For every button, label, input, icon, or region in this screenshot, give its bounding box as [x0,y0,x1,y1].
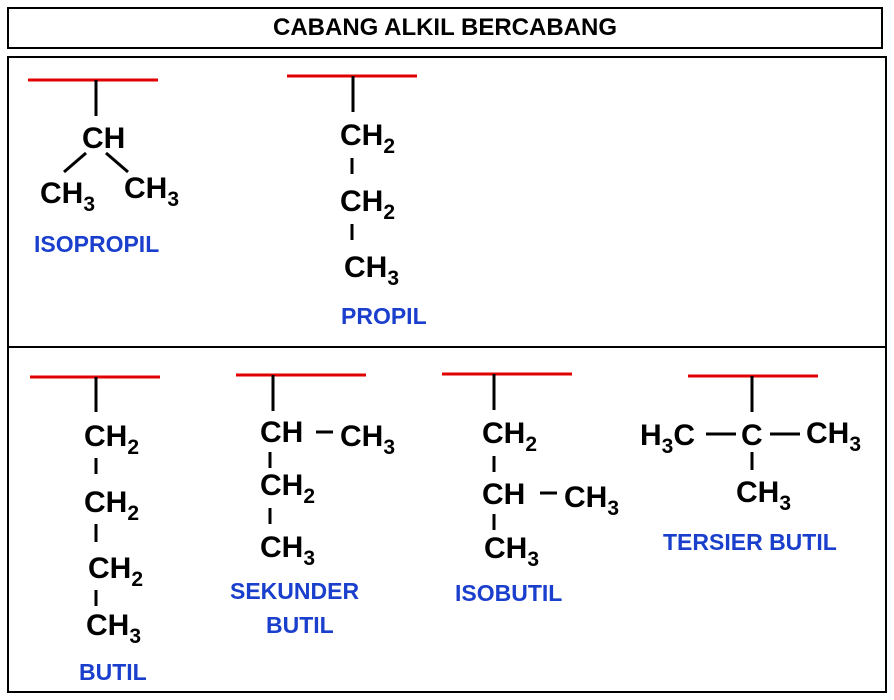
isobutil-structure: CH2 CH CH3 CH3 ISOBUTIL [442,372,619,606]
ch3-group: CH3 [344,251,399,290]
propil-structure: CH2 CH2 CH3 PROPIL [287,74,427,329]
sekunder-butil-label-line2: BUTIL [266,612,334,638]
propil-label: PROPIL [341,303,427,329]
ch2-group: CH2 [84,486,139,525]
butil-structure: CH2 CH2 CH2 CH3 BUTIL [30,375,160,685]
ch3-right: CH3 [806,417,861,456]
ch3-left: CH3 [40,177,95,216]
ch3-group: CH3 [86,609,141,648]
h3c-group: H3C [640,419,695,458]
isopropil-label: ISOPROPIL [34,231,159,257]
ch2-group: CH2 [260,469,315,508]
bottom-panel [7,346,887,693]
ch2-group: CH2 [340,119,395,158]
sekunder-butil-structure: CH CH3 CH2 CH3 SEKUNDER BUTIL [230,373,395,638]
ch3-bottom: CH3 [736,476,791,515]
ch-group: CH [260,416,303,449]
ch3-group: CH3 [260,531,315,570]
ch3-group: CH3 [340,420,395,459]
tersier-butil-structure: H3C C CH3 CH3 TERSIER BUTIL [640,374,861,555]
bond-line [105,151,129,174]
tersier-butil-label: TERSIER BUTIL [663,529,837,555]
ch2-group: CH2 [84,420,139,459]
ch3-group: CH3 [484,532,539,571]
ch-group: CH [482,478,525,511]
butil-label: BUTIL [79,659,147,685]
ch3-group: CH3 [564,481,619,520]
sekunder-butil-label-line1: SEKUNDER [230,578,359,604]
ch2-group: CH2 [482,417,537,456]
ch2-group: CH2 [340,185,395,224]
isobutil-label: ISOBUTIL [455,580,562,606]
c-center: C [741,419,763,452]
isopropil-structure: CH CH3 CH3 ISOPROPIL [28,78,179,257]
ch-group: CH [82,122,125,155]
ch2-group: CH2 [88,552,143,591]
ch3-right: CH3 [124,172,179,211]
diagram-title: CABANG ALKIL BERCABANG [7,7,883,49]
bond-line [63,151,87,174]
